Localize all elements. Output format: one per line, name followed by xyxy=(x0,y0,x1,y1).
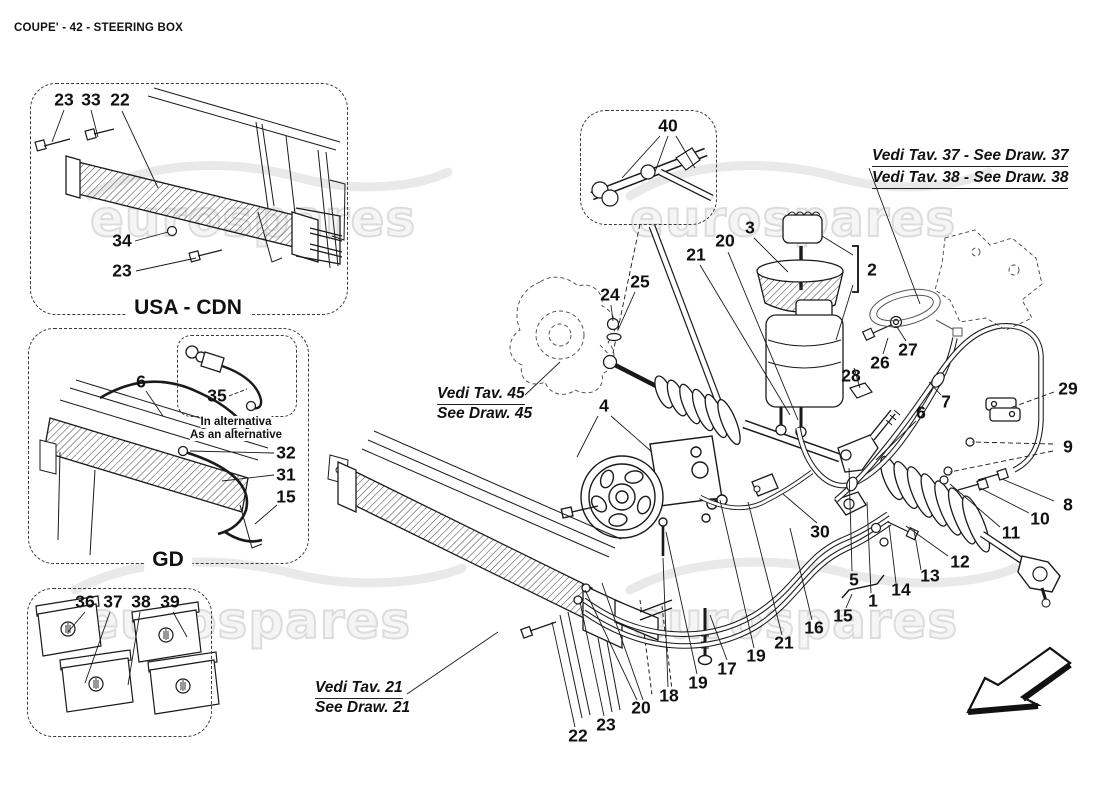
gd-radiator xyxy=(39,379,273,556)
part-number-9: 9 xyxy=(1063,436,1073,457)
oil-cooler-usa xyxy=(65,155,343,265)
part-number-28: 28 xyxy=(841,365,861,386)
gd-label: GD xyxy=(144,548,192,572)
alternative-note-line2: As an alternative xyxy=(189,429,283,441)
steering-rack xyxy=(742,409,901,516)
part-number-19: 19 xyxy=(746,645,766,666)
part-number-26: 26 xyxy=(870,352,890,373)
tie-rod-nut-washer xyxy=(606,317,622,342)
part-number-30: 30 xyxy=(810,521,830,542)
pipe-clamp-29 xyxy=(985,397,1021,422)
tie-rod-end-right xyxy=(980,531,1061,608)
part-number-12: 12 xyxy=(950,551,970,572)
tie-rod-left xyxy=(602,354,741,446)
part-number-17: 17 xyxy=(717,658,737,679)
steering-column-shaft xyxy=(612,223,730,424)
part-number-8: 8 xyxy=(1063,494,1073,515)
part-number-36: 36 xyxy=(75,591,95,612)
part-number-5: 5 xyxy=(849,569,859,590)
reference-draw-37: Vedi Tav. 37 - See Draw. 37 xyxy=(872,147,1069,167)
reference-draw-38: Vedi Tav. 38 - See Draw. 38 xyxy=(872,169,1069,189)
alternative-note-line1: In alternativa xyxy=(200,416,272,428)
part-number-4: 4 xyxy=(599,395,609,416)
part-number-24: 24 xyxy=(600,284,620,305)
steering-column-joint xyxy=(590,147,714,207)
part-number-23: 23 xyxy=(596,714,616,735)
part-number-6: 6 xyxy=(136,371,146,392)
part-number-23: 23 xyxy=(54,89,74,110)
part-number-37: 37 xyxy=(103,591,123,612)
clamp-ring-ref xyxy=(869,288,963,337)
oil-cooler-main xyxy=(337,460,673,650)
part-number-6: 6 xyxy=(916,402,926,423)
part-number-10: 10 xyxy=(1030,508,1050,529)
part-number-11: 11 xyxy=(1001,522,1021,543)
bracket-marks xyxy=(841,245,885,599)
part-number-32: 32 xyxy=(276,442,296,463)
reservoir xyxy=(756,211,844,438)
part-number-23: 23 xyxy=(112,260,132,281)
next-page-arrow xyxy=(966,646,1072,715)
part-number-15: 15 xyxy=(833,605,853,626)
part-number-18: 18 xyxy=(659,685,679,706)
part-number-20: 20 xyxy=(631,697,651,718)
part-number-31: 31 xyxy=(276,464,296,485)
part-number-35: 35 xyxy=(207,385,227,406)
page-title: COUPE' - 42 - STEERING BOX xyxy=(14,22,183,34)
pump-pulley xyxy=(560,435,728,666)
part-number-16: 16 xyxy=(804,617,824,638)
part-number-7: 7 xyxy=(941,391,951,412)
decorative-swoosh xyxy=(70,161,1020,595)
hydraulic-hoses xyxy=(582,323,1044,649)
part-number-22: 22 xyxy=(110,89,130,110)
usa-cdn-label: USA - CDN xyxy=(126,296,250,320)
part-number-20: 20 xyxy=(715,230,735,251)
part-number-21: 21 xyxy=(686,244,706,265)
part-number-39: 39 xyxy=(160,591,180,612)
part-number-22: 22 xyxy=(568,725,588,746)
leader-lines xyxy=(51,109,1055,728)
radiator-frame-usa xyxy=(147,87,346,269)
part-number-19: 19 xyxy=(688,672,708,693)
part-number-38: 38 xyxy=(131,591,151,612)
part-number-40: 40 xyxy=(658,115,678,136)
part-number-25: 25 xyxy=(630,271,650,292)
part-number-13: 13 xyxy=(920,565,940,586)
alternative-hose xyxy=(185,345,263,412)
part-number-33: 33 xyxy=(81,89,101,110)
part-number-1: 1 xyxy=(868,590,878,611)
mounting-bracket-ref xyxy=(934,229,1043,331)
part-number-2: 2 xyxy=(867,259,877,280)
part-number-34: 34 xyxy=(112,230,132,251)
rack-mount-hardware xyxy=(870,437,1010,547)
part-number-21: 21 xyxy=(774,632,794,653)
reservoir-clamp-hardware xyxy=(849,315,903,399)
part-number-29: 29 xyxy=(1058,378,1078,399)
part-number-14: 14 xyxy=(891,579,911,600)
part-number-15: 15 xyxy=(276,486,296,507)
part-number-3: 3 xyxy=(745,217,755,238)
part-number-27: 27 xyxy=(898,339,918,360)
